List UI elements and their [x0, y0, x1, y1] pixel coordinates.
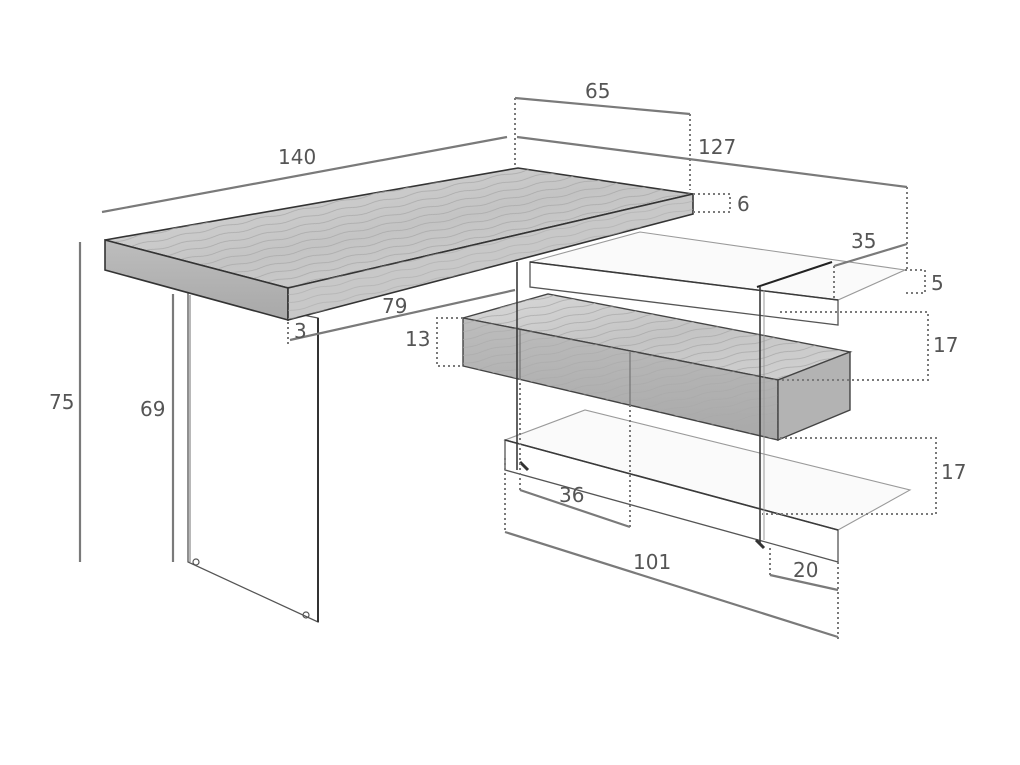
lower-gap-label: 17 — [941, 460, 966, 484]
desk-glass-leg — [187, 291, 319, 624]
shelf-thickness-label: 5 — [931, 271, 944, 295]
shelf-depth-label: 35 — [851, 229, 876, 253]
return-length-label: 127 — [698, 135, 736, 159]
drawer-block — [462, 293, 853, 442]
cabinet-length-label: 101 — [633, 550, 671, 574]
top-shelf — [529, 231, 907, 326]
drawer-height-label: 13 — [405, 327, 430, 351]
top-depth-label: 65 — [585, 79, 610, 103]
cabinet-glass-panels — [516, 261, 833, 550]
top-overhang-label: 3 — [294, 319, 307, 343]
upper-gap-label: 17 — [933, 333, 958, 357]
dimension-lines — [78, 96, 937, 640]
knee-width-label: 79 — [382, 294, 407, 318]
bottom-depth-label: 20 — [793, 558, 818, 582]
leg-height-label: 69 — [140, 397, 165, 421]
drawer-width-label: 36 — [559, 483, 584, 507]
top-length-label: 140 — [278, 145, 316, 169]
top-thickness-label: 6 — [737, 192, 750, 216]
total-height-label: 75 — [49, 390, 74, 414]
desk-top — [104, 167, 694, 322]
